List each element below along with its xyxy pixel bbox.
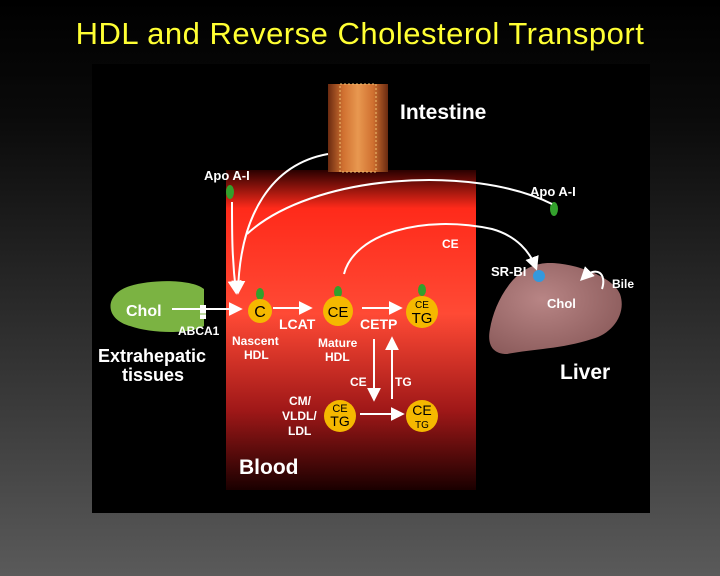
extrahepatic-label: Extrahepatic (98, 346, 206, 366)
cetp-tg-label: TG (412, 310, 433, 327)
mature-hdl-label: HDL (325, 350, 350, 364)
hdl-diagram: Intestine Liver Chol Bile SR-BI Chol ABC… (98, 83, 634, 490)
sr-bi-label: SR-BI (491, 264, 526, 279)
mature-hdl-particle: CE (323, 286, 353, 326)
chol-cell-label: Chol (126, 303, 162, 320)
sr-bi-receptor (533, 270, 545, 282)
apoa1-particle-top (226, 185, 234, 199)
blood-region (226, 170, 476, 490)
ldl-label: LDL (288, 424, 311, 438)
slide-title: HDL and Reverse Cholesterol Transport (75, 16, 645, 51)
ce-down-label: CE (350, 375, 367, 389)
tissues-label: tissues (122, 365, 184, 385)
cetp-ce-label: CE (415, 300, 429, 311)
ldl-particle: CE TG (324, 400, 356, 432)
nascent-hdl-particle: C (248, 288, 272, 323)
nascent-c-label: C (254, 304, 266, 321)
mature-label: Mature (318, 336, 358, 350)
apoa1-particle-right (550, 202, 558, 216)
lcat-label: LCAT (279, 316, 316, 332)
nascent-label: Nascent (232, 334, 279, 348)
right-lipoprotein-particle: CE TG (406, 400, 438, 432)
right-tg-label: TG (415, 420, 429, 431)
intestine-graphic (328, 83, 388, 173)
chol-liver-label: Chol (547, 296, 576, 311)
ce-arrow-label: CE (442, 237, 459, 251)
vldl-label: VLDL/ (282, 409, 317, 423)
liver-graphic (489, 263, 622, 354)
extrahepatic-cell (110, 281, 204, 332)
ldl-ce-label: CE (332, 403, 347, 415)
cm-label: CM/ (289, 394, 312, 408)
liver-label: Liver (560, 361, 610, 384)
cetp-label: CETP (360, 316, 397, 332)
diagram-panel: Intestine Liver Chol Bile SR-BI Chol ABC… (92, 64, 650, 513)
abca1-transporter (200, 305, 206, 319)
intestine-label: Intestine (400, 101, 486, 124)
apoa1-label-top: Apo A-I (204, 168, 250, 183)
right-ce-label: CE (412, 402, 431, 418)
cetp-hdl-particle: CE TG (406, 284, 438, 328)
blood-label: Blood (239, 456, 298, 479)
nascent-hdl-label: HDL (244, 348, 269, 362)
abca1-label: ABCA1 (178, 324, 220, 338)
bile-label: Bile (612, 277, 634, 291)
mature-ce-label: CE (328, 304, 349, 321)
flow-arrows (172, 153, 605, 421)
ldl-tg-label: TG (330, 413, 349, 429)
tg-up-label: TG (395, 375, 412, 389)
apoa1-label-right: Apo A-I (530, 184, 576, 199)
